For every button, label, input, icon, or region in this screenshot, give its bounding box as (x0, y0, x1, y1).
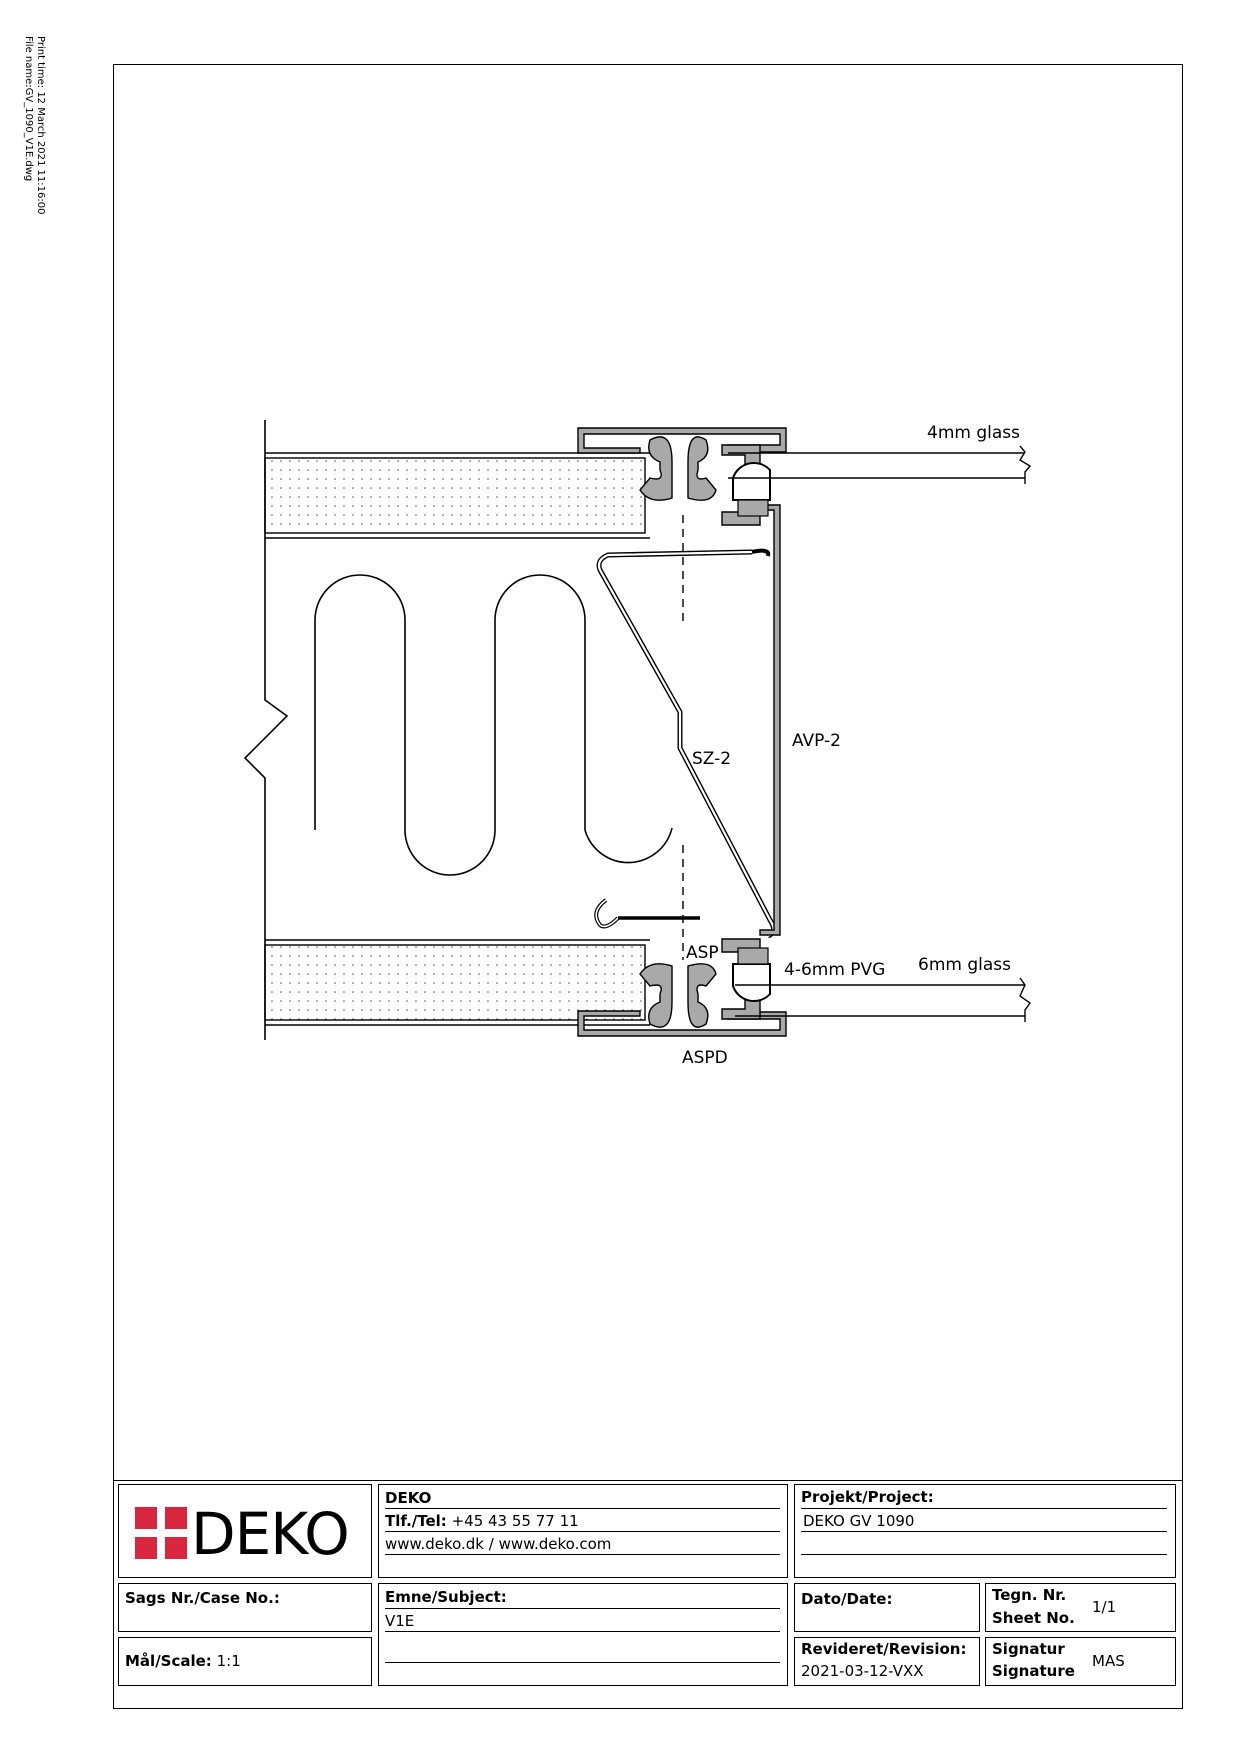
drawing-frame (113, 64, 1183, 1709)
company-web: www.deko.dk / www.deko.com (385, 1535, 612, 1553)
label-pvg: 4-6mm PVG (784, 960, 885, 980)
revision-value: 2021-03-12-VXX (801, 1662, 924, 1680)
logo-wordmark: DEKO (191, 1500, 350, 1568)
sheet-label-1: Tegn. Nr. (992, 1586, 1067, 1604)
glass-4mm (728, 452, 1025, 479)
insulation-top (264, 457, 646, 534)
deko-logo-icon (135, 1507, 187, 1559)
signature-box: Signatur Signature MAS (985, 1637, 1176, 1686)
label-asp: ASP (686, 943, 719, 963)
tel-value: +45 43 55 77 11 (451, 1512, 579, 1530)
date-label: Dato/Date: (801, 1590, 893, 1608)
subject-value: V1E (385, 1612, 415, 1630)
print-metadata: Print time: 12 March 2021 11:16:00 File … (22, 36, 46, 214)
signature-value: MAS (1092, 1652, 1125, 1670)
sheet-box: Tegn. Nr. Sheet No. 1/1 (985, 1583, 1176, 1632)
title-block-divider (113, 1480, 1183, 1481)
logo-box: DEKO (118, 1484, 372, 1578)
case-box: Sags Nr./Case No.: (118, 1583, 372, 1632)
insulation-bottom (264, 944, 646, 1021)
wall-break-line (243, 420, 289, 1040)
subject-box: Emne/Subject: V1E (378, 1583, 788, 1686)
case-label: Sags Nr./Case No.: (125, 1589, 280, 1607)
label-glass-4mm: 4mm glass (927, 423, 1020, 443)
revision-box: Revideret/Revision: 2021-03-12-VXX (794, 1637, 980, 1686)
subject-label: Emne/Subject: (385, 1588, 507, 1606)
label-sz2: SZ-2 (692, 749, 731, 769)
project-label: Projekt/Project: (801, 1488, 934, 1506)
scale-label: Mål/Scale: (125, 1652, 212, 1670)
tel-label: Tlf./Tel: (385, 1512, 447, 1530)
company-box: DEKO Tlf./Tel: +45 43 55 77 11 www.deko.… (378, 1484, 788, 1578)
pvg-gasket-top (732, 461, 771, 501)
sheet-value: 1/1 (1092, 1598, 1117, 1616)
label-glass-6mm: 6mm glass (918, 955, 1011, 975)
project-value: DEKO GV 1090 (803, 1512, 915, 1530)
scale-box: Mål/Scale: 1:1 (118, 1637, 372, 1686)
project-box: Projekt/Project: DEKO GV 1090 (794, 1484, 1176, 1578)
print-time: Print time: 12 March 2021 11:16:00 (35, 36, 46, 215)
scale-row: Mål/Scale: 1:1 (125, 1652, 241, 1670)
label-avp2: AVP-2 (792, 731, 841, 751)
signature-label-1: Signatur (992, 1640, 1065, 1658)
avp2-profile (759, 504, 781, 936)
pvg-gasket-bottom (732, 963, 771, 1003)
revision-label: Revideret/Revision: (801, 1640, 967, 1658)
company-tel: Tlf./Tel: +45 43 55 77 11 (385, 1512, 579, 1530)
signature-label-2: Signature (992, 1662, 1075, 1680)
serpentine-element (314, 574, 673, 876)
glass-6mm (735, 984, 1025, 1017)
scale-value: 1:1 (216, 1652, 241, 1670)
company-name: DEKO (385, 1489, 432, 1507)
label-aspd: ASPD (682, 1048, 728, 1068)
file-name: File name:GV_1090_V1E.dwg (23, 36, 34, 182)
date-box: Dato/Date: (794, 1583, 980, 1632)
sheet-label-2: Sheet No. (992, 1609, 1075, 1627)
